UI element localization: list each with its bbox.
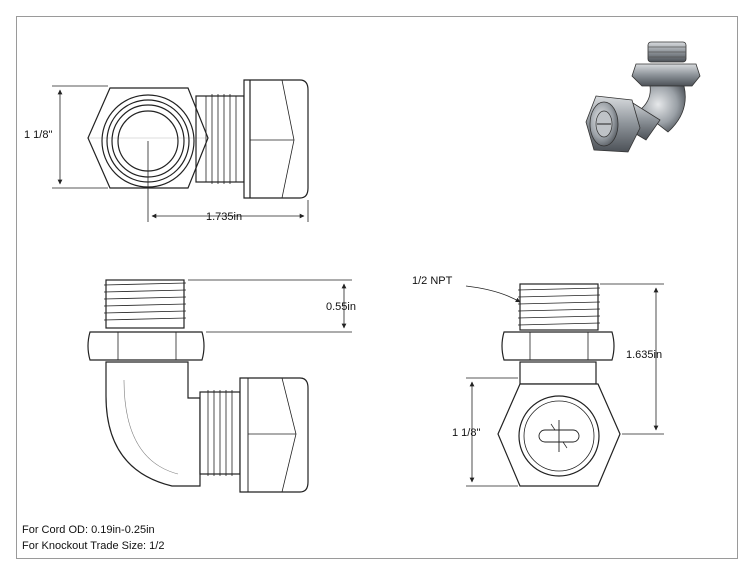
drawing-frame	[16, 16, 738, 559]
cord-od-note: For Cord OD: 0.19in-0.25in	[22, 524, 155, 536]
overall-height-label: 1.635in	[626, 349, 662, 361]
side-view	[497, 283, 621, 487]
right-height-label: 1 1/8"	[452, 427, 480, 439]
top-height-label: 1 1/8"	[24, 129, 52, 141]
front-view	[87, 279, 309, 493]
top-dimensions	[52, 85, 309, 222]
thread-spec-label: 1/2 NPT	[412, 275, 453, 287]
top-view	[87, 79, 309, 199]
top-length-label: 1.735in	[206, 211, 242, 223]
front-dimensions	[188, 279, 352, 333]
side-dimensions	[465, 283, 664, 487]
product-render	[585, 41, 701, 153]
thread-length-label: 0.55in	[326, 301, 356, 313]
knockout-note: For Knockout Trade Size: 1/2	[22, 540, 165, 552]
